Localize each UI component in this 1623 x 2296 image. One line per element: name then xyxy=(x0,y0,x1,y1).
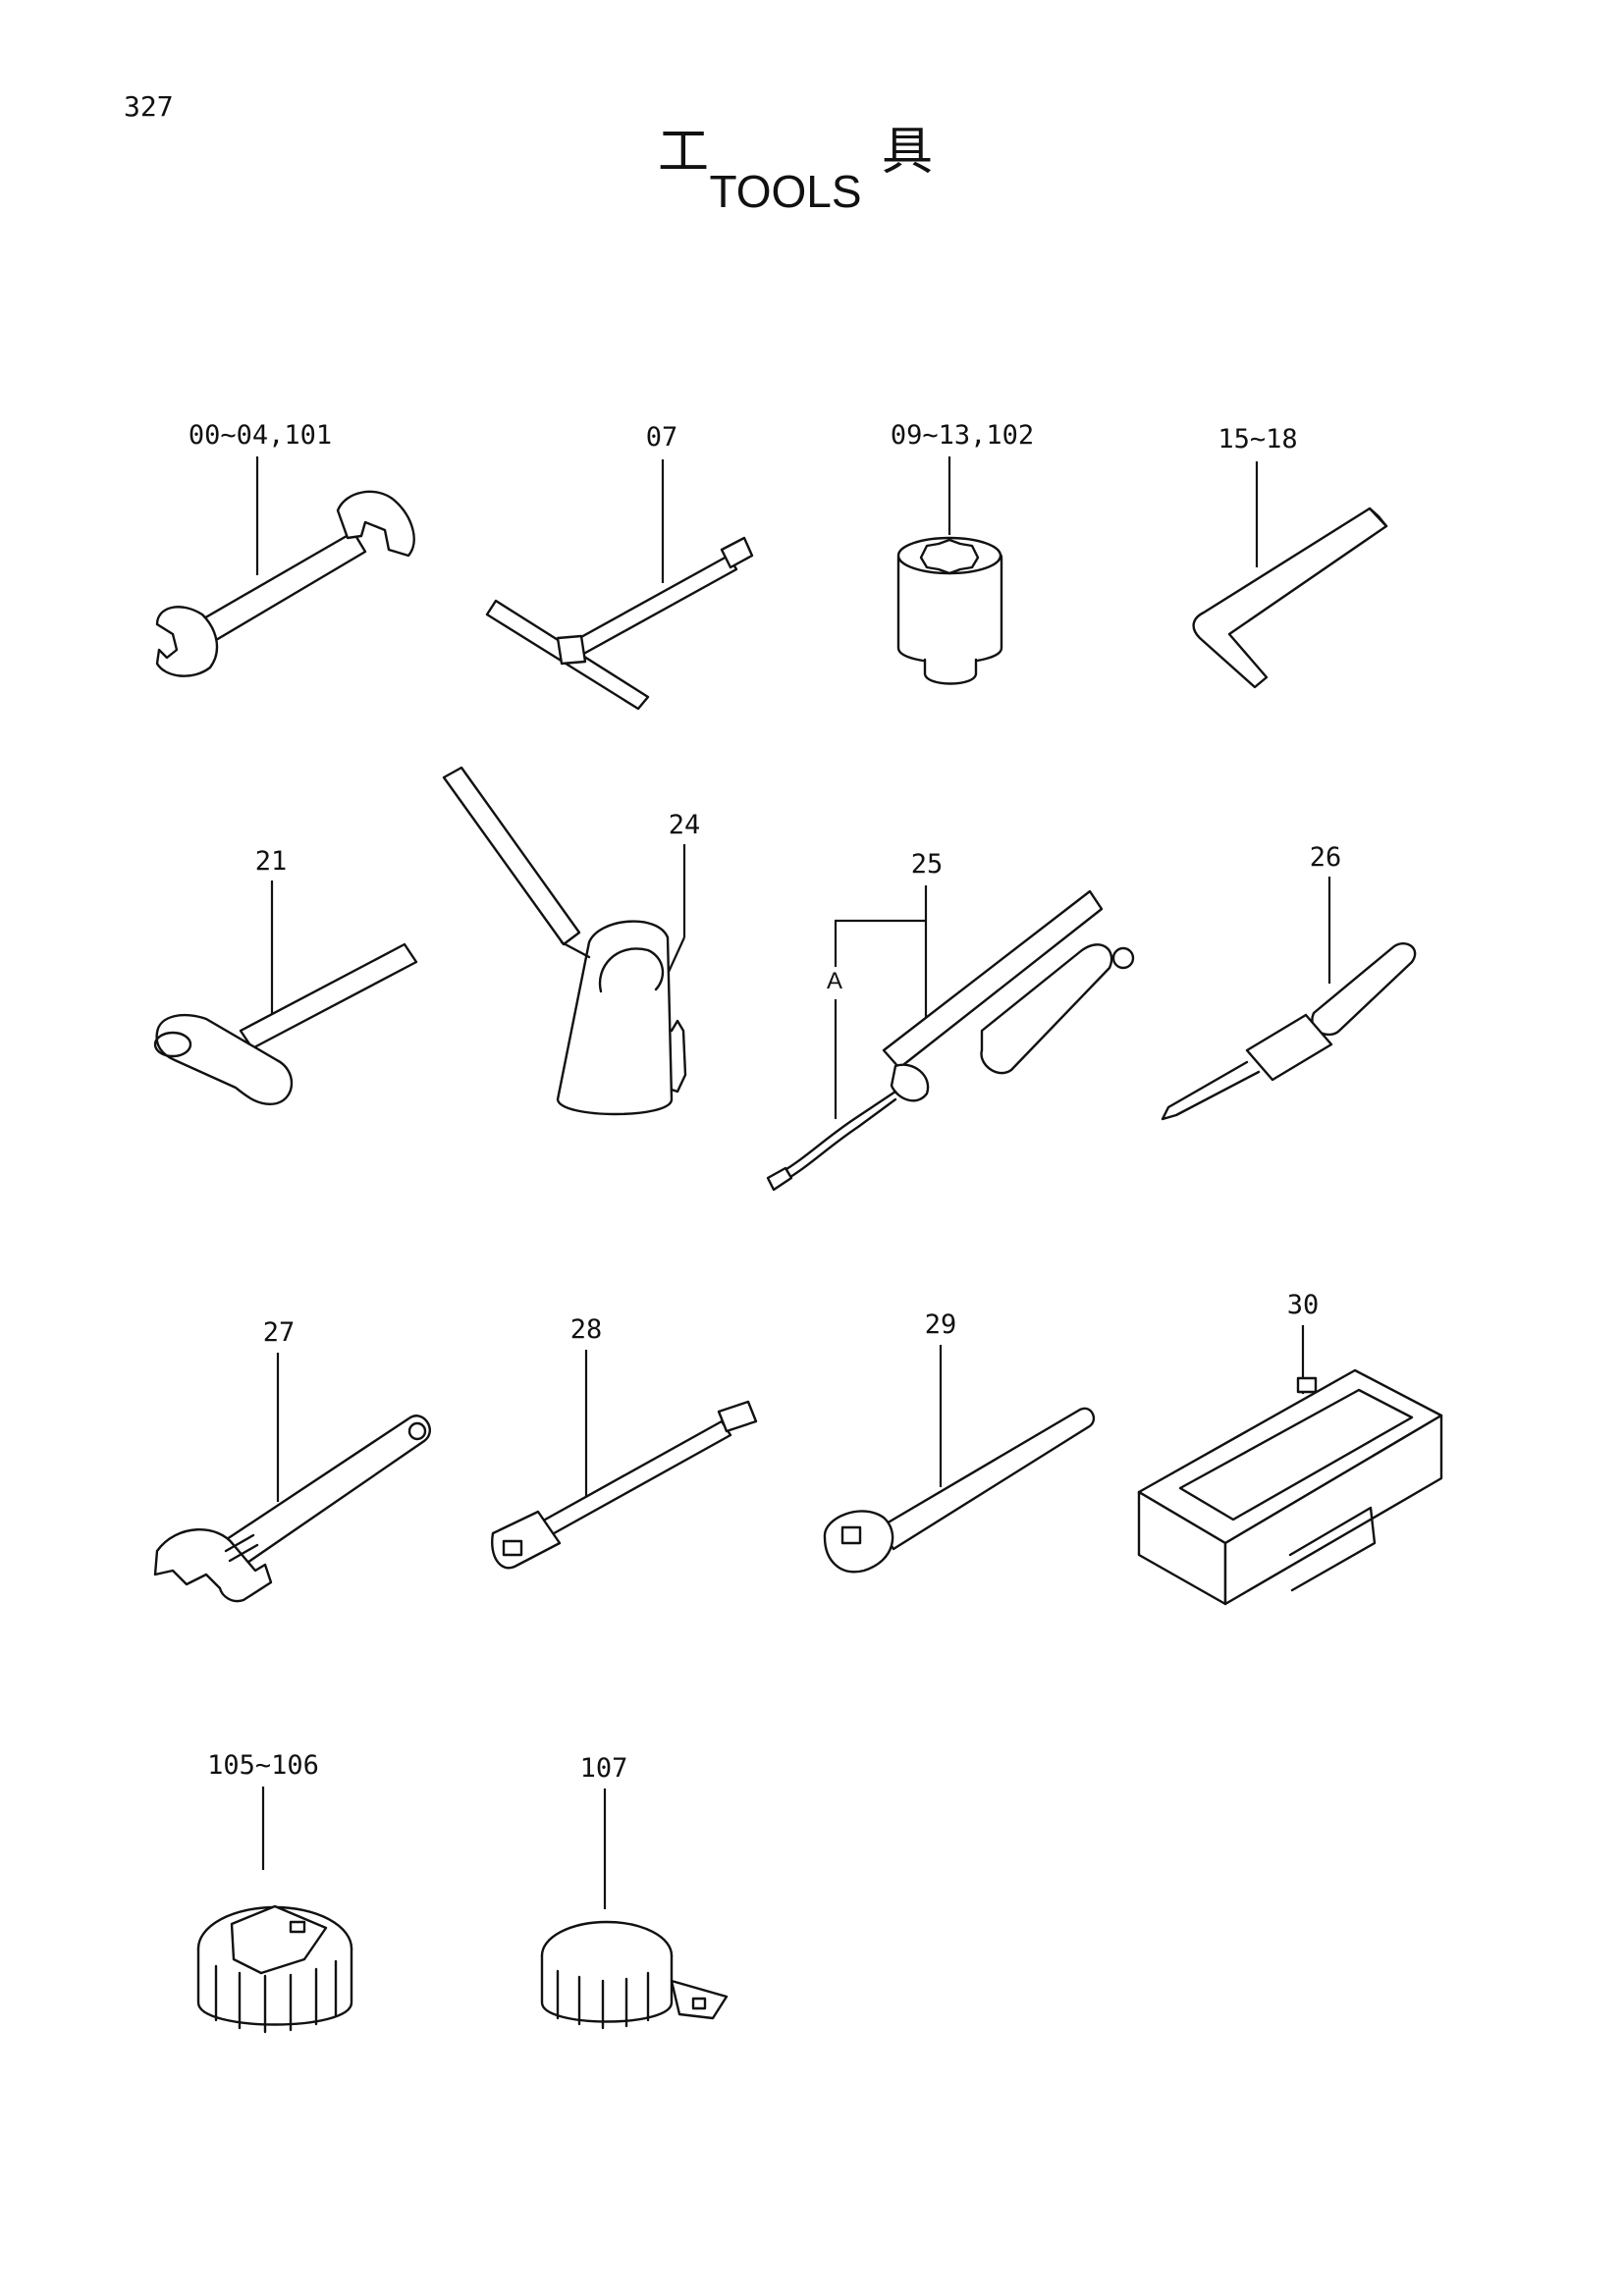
filter-wrench-a-drawing xyxy=(198,1906,352,2032)
label-filter-wrench-a: 105~106 xyxy=(207,1750,319,1781)
extension-bar-drawing xyxy=(492,1402,756,1568)
adjustable-wrench-drawing xyxy=(155,1415,430,1601)
wrench-drawing xyxy=(157,492,414,676)
hammer-drawing xyxy=(155,944,416,1104)
socket-drawing xyxy=(898,538,1001,684)
label-hex-key: 15~18 xyxy=(1217,424,1298,454)
label-grease-gun: 25 xyxy=(910,849,944,880)
label-oil-can: 24 xyxy=(668,810,701,840)
label-filter-wrench-b: 107 xyxy=(579,1753,628,1784)
ratchet-handle-drawing xyxy=(825,1409,1094,1572)
dimension-label-a: A xyxy=(827,968,843,994)
title-japanese-1: 工 xyxy=(658,123,710,182)
label-ratchet-handle: 29 xyxy=(924,1309,957,1340)
label-extension-bar: 28 xyxy=(569,1314,603,1345)
label-tool-box: 30 xyxy=(1286,1290,1320,1320)
filter-wrench-b-drawing xyxy=(542,1922,727,2028)
hex-key-drawing xyxy=(1194,508,1386,687)
oil-can-drawing xyxy=(444,768,685,1114)
label-screwdriver: 26 xyxy=(1309,842,1342,873)
label-wrench: 00~04,101 xyxy=(188,420,333,451)
label-socket: 09~13,102 xyxy=(890,420,1035,451)
screwdriver-drawing xyxy=(1163,943,1415,1119)
title-japanese-2: 具 xyxy=(882,123,934,182)
leader-lines xyxy=(257,456,1329,1909)
label-hammer: 21 xyxy=(254,846,288,877)
label-adjustable-wrench: 27 xyxy=(262,1317,296,1348)
page-title: TOOLS xyxy=(709,166,862,217)
label-t-box-wrench: 07 xyxy=(645,422,678,453)
tool-box-drawing xyxy=(1139,1370,1441,1604)
page-number: 327 xyxy=(124,90,174,123)
t-box-wrench-drawing xyxy=(487,538,752,709)
grease-gun-drawing xyxy=(768,891,1133,1190)
